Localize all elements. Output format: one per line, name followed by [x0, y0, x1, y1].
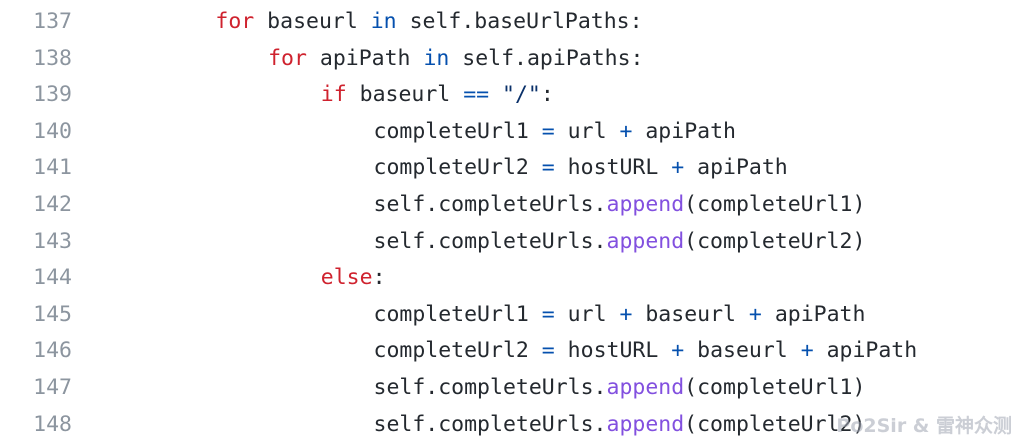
keyword-token: for [268, 45, 307, 71]
operator-token: in [370, 9, 397, 34]
operator-token: + [748, 301, 762, 327]
line-number[interactable]: 145 [33, 301, 72, 327]
code-line: 142 self.completeUrls.append(completeUrl1… [0, 187, 1026, 224]
code-token: baseurl [684, 338, 801, 364]
line-number[interactable]: 142 [33, 191, 72, 217]
code-token: apiPath [761, 301, 866, 327]
keyword-token: for [215, 9, 255, 34]
function-token: append [606, 374, 685, 400]
line-code: if baseurl == "/": [321, 77, 554, 114]
operator-token: + [671, 155, 685, 181]
operator-token: + [619, 301, 633, 327]
code-line: 139 if baseurl == "/": [0, 77, 1026, 114]
code-line: 146 completeUrl2 = hostURL + baseurl + ap… [0, 333, 1026, 370]
code-line: 138 for apiPath in self.apiPaths: [0, 41, 1026, 78]
line-code: self.completeUrls.append(completeUrl2) [374, 224, 866, 261]
operator-token: = [541, 301, 555, 327]
code-token: url [554, 118, 620, 144]
line-code: for baseurl in self.baseUrlPaths: [215, 4, 642, 41]
code-line: 143 self.completeUrls.append(completeUrl2… [0, 224, 1026, 261]
line-number[interactable]: 139 [33, 82, 72, 108]
line-number[interactable]: 144 [33, 265, 72, 291]
keyword-token: if [320, 82, 347, 108]
operator-token: + [619, 118, 633, 144]
line-number[interactable]: 147 [33, 374, 72, 400]
code-token: self.apiPaths: [449, 45, 644, 71]
code-line: 145 completeUrl1 = url + baseurl + apiPat… [0, 297, 1026, 334]
code-token: self.completeUrls. [373, 228, 607, 254]
line-number[interactable]: 148 [33, 411, 72, 437]
operator-token: + [671, 338, 685, 364]
line-code: completeUrl2 = hostURL + baseurl + apiPa… [374, 333, 918, 370]
line-code: completeUrl1 = url + apiPath [374, 114, 736, 151]
function-token: append [606, 411, 685, 437]
line-number[interactable]: 141 [33, 155, 72, 181]
code-token: hostURL [554, 338, 672, 364]
line-number[interactable]: 138 [33, 45, 72, 71]
code-token: apiPath [813, 338, 918, 364]
code-token: : [540, 82, 554, 108]
line-code: completeUrl2 = hostURL + apiPath [374, 150, 788, 187]
line-code: self.completeUrls.append(completeUrl2) [374, 407, 866, 444]
line-code: completeUrl1 = url + baseurl + apiPath [374, 297, 866, 334]
code-token: apiPath [306, 45, 424, 71]
code-token: apiPath [632, 118, 736, 144]
code-viewer: 137 for baseurl in self.baseUrlPaths: 138 f… [0, 4, 1026, 443]
code-token: baseurl [346, 82, 464, 108]
code-token: apiPath [684, 155, 788, 181]
line-code: self.completeUrls.append(completeUrl1) [374, 370, 866, 407]
operator-token: = [541, 155, 555, 181]
code-token: completeUrl2 [373, 338, 542, 364]
operator-token: + [800, 338, 814, 364]
code-line: 147 self.completeUrls.append(completeUrl1… [0, 370, 1026, 407]
code-token: (completeUrl2) [684, 228, 866, 254]
code-line: 148 self.completeUrls.append(completeUrl2… [0, 407, 1026, 444]
line-number[interactable]: 140 [33, 118, 72, 144]
code-line: 137 for baseurl in self.baseUrlPaths: [0, 4, 1026, 41]
code-token: baseurl [254, 9, 371, 34]
code-line: 144 else: [0, 260, 1026, 297]
code-token [489, 82, 502, 107]
code-token: completeUrl2 [373, 155, 542, 181]
line-number[interactable]: 143 [33, 228, 72, 254]
code-line: 141 completeUrl2 = hostURL + apiPath [0, 150, 1026, 187]
code-token: (completeUrl1) [684, 374, 866, 400]
operator-token: = [541, 118, 555, 144]
code-token: completeUrl1 [373, 118, 542, 144]
string-token: "/" [502, 82, 541, 108]
code-token: baseurl [632, 301, 749, 327]
keyword-token: else [320, 265, 373, 291]
line-number[interactable]: 146 [33, 338, 72, 364]
code-token: self.completeUrls. [373, 411, 607, 437]
code-token: self.baseUrlPaths: [396, 9, 643, 34]
code-token: : [372, 265, 386, 291]
code-token: url [554, 301, 620, 327]
line-number[interactable]: 137 [33, 9, 72, 34]
line-code: self.completeUrls.append(completeUrl1) [374, 187, 866, 224]
code-token: completeUrl1 [373, 301, 542, 327]
line-code: else: [321, 260, 386, 297]
line-code: for apiPath in self.apiPaths: [268, 41, 643, 78]
operator-token: == [463, 82, 490, 108]
code-token: self.completeUrls. [373, 191, 607, 217]
code-line: 140 completeUrl1 = url + apiPath [0, 114, 1026, 151]
operator-token: in [423, 45, 450, 71]
function-token: append [606, 228, 685, 254]
code-token: (completeUrl2) [684, 411, 866, 437]
code-token: self.completeUrls. [373, 374, 607, 400]
function-token: append [606, 191, 685, 217]
watermark: Po2Sir & 雷神众测 [836, 415, 1012, 437]
operator-token: = [541, 338, 555, 364]
code-token: (completeUrl1) [684, 191, 866, 217]
code-token: hostURL [554, 155, 672, 181]
